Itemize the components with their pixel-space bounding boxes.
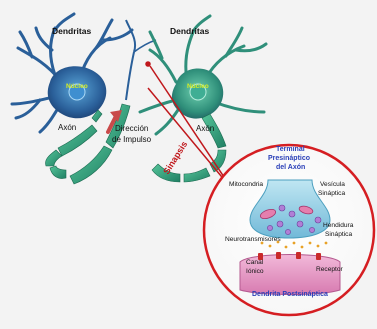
label-terminal-line1: Terminal: [276, 146, 305, 153]
label-hendidura-line1: Hendidura: [323, 222, 354, 229]
label-dendritas-right: Dendritas: [170, 26, 209, 36]
label-axon-right: Axón: [196, 124, 214, 133]
label-neurotransmisores: Neurotransmisores: [225, 236, 281, 243]
label-sinapsis: Sinapsis: [161, 139, 189, 176]
label-mitocondria: Mitocondria: [229, 181, 263, 188]
label-hendidura-line2: Sináptica: [325, 231, 352, 238]
label-canal-line2: Iónico: [246, 268, 264, 275]
label-nucleo-left: Núcleo: [66, 83, 88, 90]
label-axon-left: Axón: [58, 123, 76, 132]
label-vesicula-line2: Sináptica: [318, 190, 345, 197]
label-terminal-line2: Presináptico: [268, 155, 310, 162]
label-direccion-line1: Dirección: [115, 124, 148, 133]
label-canal-line1: Canal: [246, 259, 264, 266]
label-dendrita-postsinaptica: Dendrita Postsináptica: [252, 291, 328, 298]
label-terminal-line3: del Axón: [276, 164, 305, 171]
label-receptor: Receptor: [316, 266, 344, 273]
label-dendritas-left: Dendritas: [52, 26, 91, 36]
label-direccion-line2: de Impulso: [112, 135, 152, 144]
left-neuron: [12, 14, 156, 184]
label-nucleo-right: Núcleo: [187, 83, 209, 90]
label-vesicula-line1: Vesícula: [320, 181, 345, 188]
